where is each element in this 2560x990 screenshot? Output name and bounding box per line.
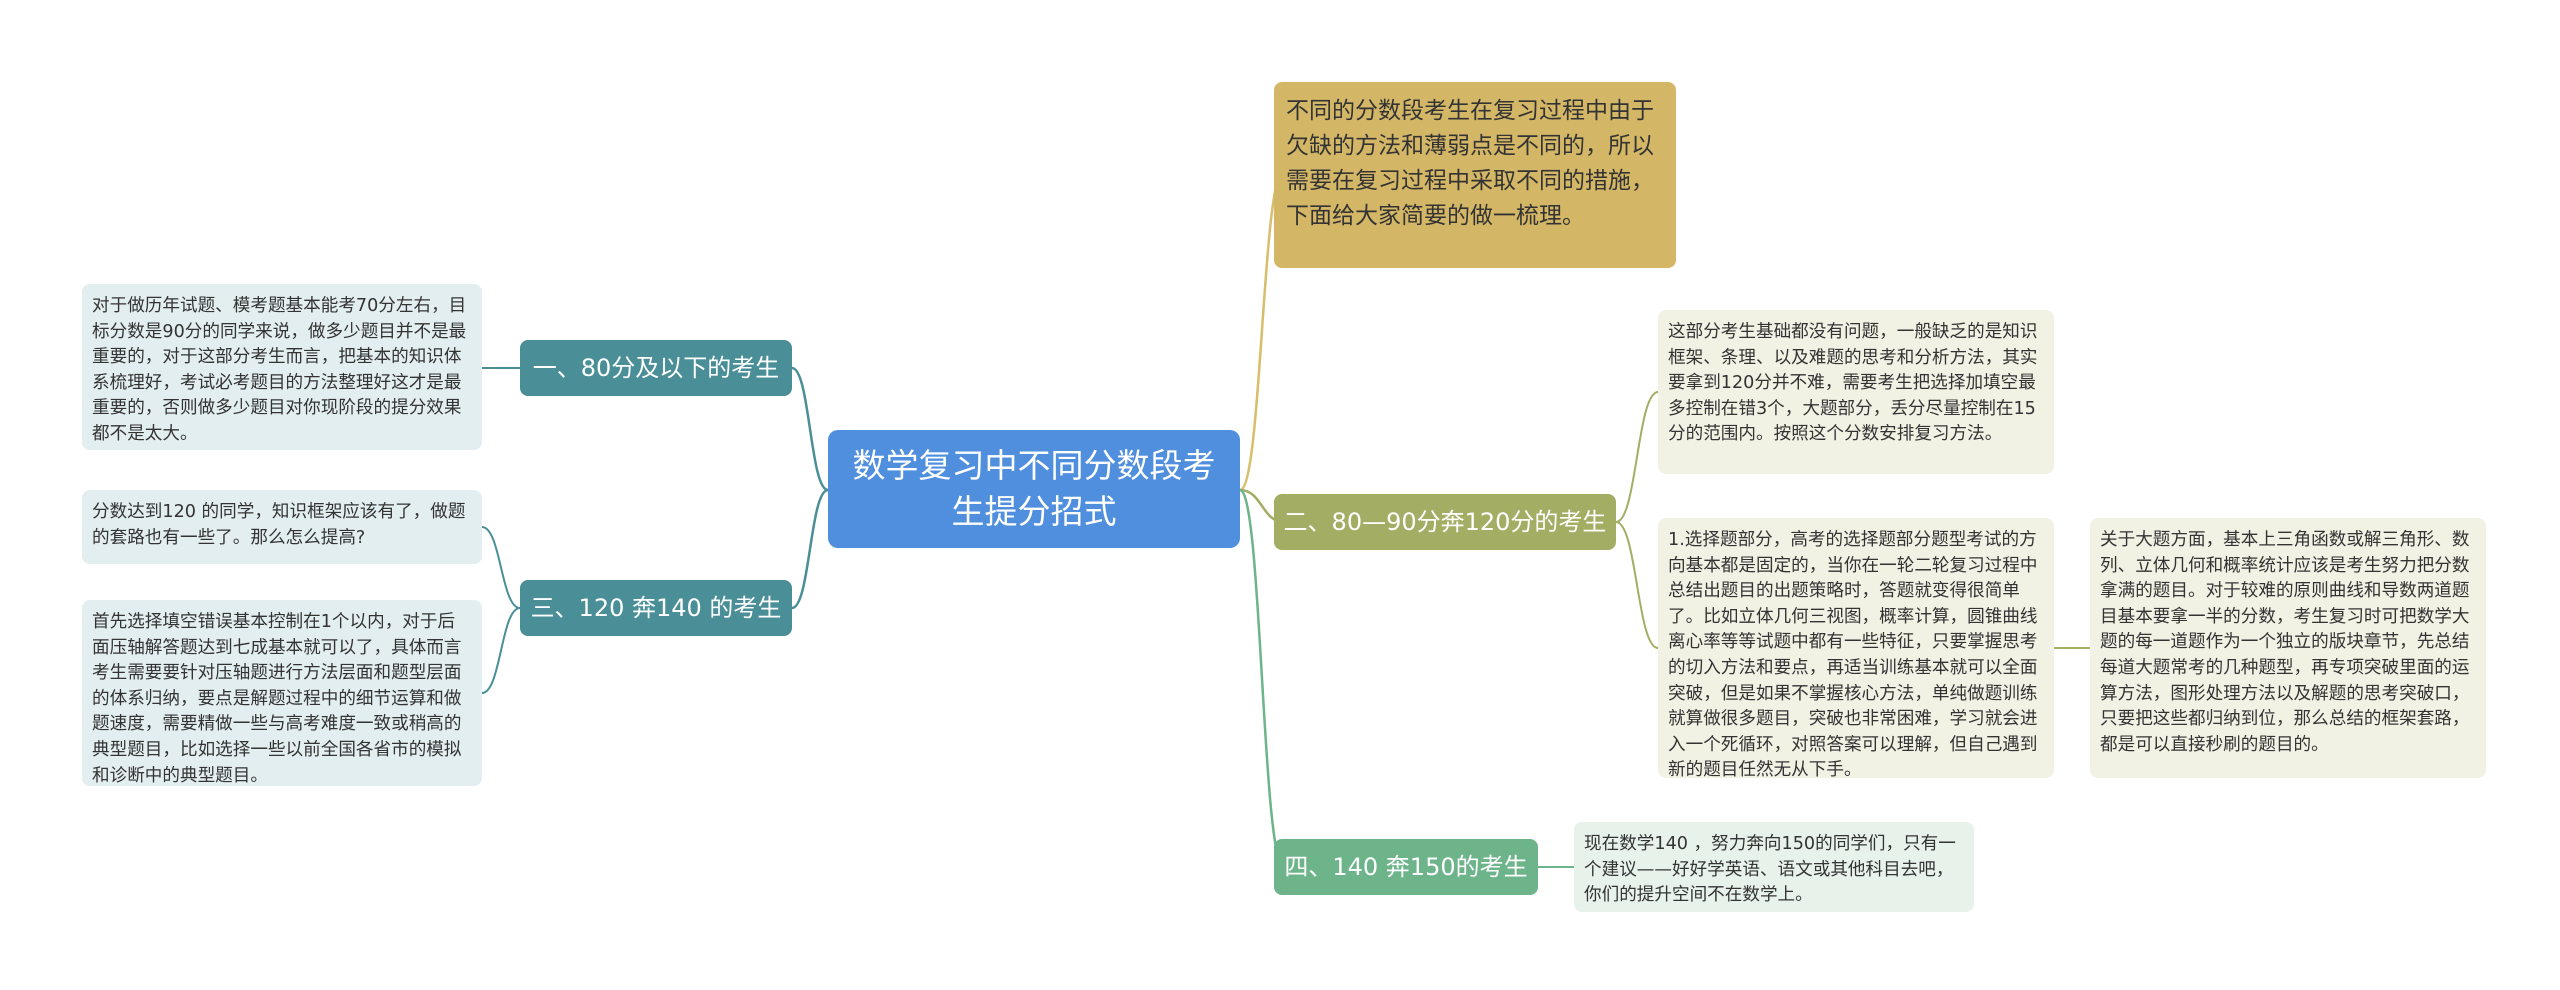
leaf-140-method[interactable]: 首先选择填空错误基本控制在1个以内，对于后面压轴解答题达到七成基本就可以了，具体… bbox=[82, 600, 482, 786]
leaf-120-big-questions[interactable]: 关于大题方面，基本上三角函数或解三角形、数列、立体几何和概率统计应该是考生努力把… bbox=[2090, 518, 2486, 778]
branch-label: 二、80—90分奔120分的考生 bbox=[1283, 508, 1607, 536]
branch-label: 一、80分及以下的考生 bbox=[532, 354, 780, 382]
branch-label: 四、140 奔150的考生 bbox=[1284, 853, 1528, 881]
link-branch-2-leaf-2 bbox=[1615, 521, 1659, 649]
leaf-text: 1.选择题部分，高考的选择题部分题型考试的方向基本都是固定的，当你在一轮二轮复习… bbox=[1668, 530, 2038, 778]
leaf-text: 这部分考生基础都没有问题，一般缺乏的是知识框架、条理、以及难题的思考和分析方法，… bbox=[1668, 322, 2038, 445]
root-topic-label: 数学复习中不同分数段考生提分招式 bbox=[852, 446, 1216, 531]
link-root-branch-3 bbox=[791, 488, 829, 610]
leaf-120-multiple-choice[interactable]: 1.选择题部分，高考的选择题部分题型考试的方向基本都是固定的，当你在一轮二轮复习… bbox=[1658, 518, 2054, 778]
link-branch-3-leaf-1 bbox=[481, 526, 521, 609]
link-branch-3-leaf-2 bbox=[481, 607, 521, 694]
leaf-text: 对于做历年试题、模考题基本能考70分左右，目标分数是90分的同学来说，做多少题目… bbox=[92, 296, 467, 444]
leaf-120-overview[interactable]: 这部分考生基础都没有问题，一般缺乏的是知识框架、条理、以及难题的思考和分析方法，… bbox=[1658, 310, 2054, 474]
link-branch-2-leaf-1 bbox=[1615, 391, 1659, 523]
branch-140-to-150[interactable]: 四、140 奔150的考生 bbox=[1274, 839, 1538, 895]
leaf-text: 分数达到120 的同学，知识框架应该有了，做题的套路也有一些了。那么怎么提高? bbox=[92, 502, 466, 548]
leaf-text: 现在数学140 ，努力奔向150的同学们，只有一个建议——好好学英语、语文或其他… bbox=[1584, 834, 1956, 906]
branch-label: 三、120 奔140 的考生 bbox=[530, 594, 782, 622]
branch-80-and-below[interactable]: 一、80分及以下的考生 bbox=[520, 340, 792, 396]
leaf-140-intro[interactable]: 分数达到120 的同学，知识框架应该有了，做题的套路也有一些了。那么怎么提高? bbox=[82, 490, 482, 564]
leaf-150[interactable]: 现在数学140 ，努力奔向150的同学们，只有一个建议——好好学英语、语文或其他… bbox=[1574, 822, 1974, 912]
root-topic[interactable]: 数学复习中不同分数段考生提分招式 bbox=[828, 430, 1240, 548]
link-root-branch-1 bbox=[791, 366, 829, 492]
leaf-text: 关于大题方面，基本上三角函数或解三角形、数列、立体几何和概率统计应该是考生努力把… bbox=[2100, 530, 2470, 755]
leaf-text: 首先选择填空错误基本控制在1个以内，对于后面压轴解答题达到七成基本就可以了，具体… bbox=[92, 612, 462, 786]
branch-80-90-to-120[interactable]: 二、80—90分奔120分的考生 bbox=[1274, 494, 1616, 550]
branch-120-to-140[interactable]: 三、120 奔140 的考生 bbox=[520, 580, 792, 636]
leaf-80-and-below[interactable]: 对于做历年试题、模考题基本能考70分左右，目标分数是90分的同学来说，做多少题目… bbox=[82, 284, 482, 450]
intro-note[interactable]: 不同的分数段考生在复习过程中由于欠缺的方法和薄弱点是不同的，所以需要在复习过程中… bbox=[1274, 82, 1676, 268]
intro-note-text: 不同的分数段考生在复习过程中由于欠缺的方法和薄弱点是不同的，所以需要在复习过程中… bbox=[1286, 98, 1654, 229]
